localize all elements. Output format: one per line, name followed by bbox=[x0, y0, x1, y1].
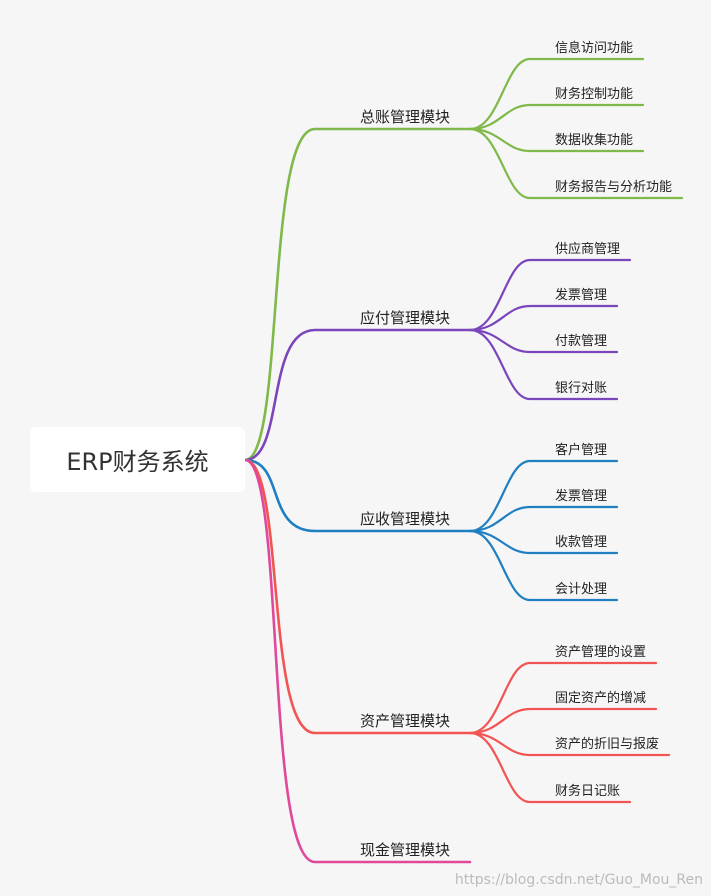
leaf-connector bbox=[468, 505, 619, 533]
leaf-connector bbox=[468, 731, 632, 804]
leaf-connector bbox=[468, 304, 619, 332]
leaf-label[interactable]: 客户管理 bbox=[555, 443, 608, 458]
leaf-label[interactable]: 财务日记账 bbox=[555, 784, 621, 799]
leaf-connector bbox=[468, 328, 619, 401]
leaf-connector bbox=[468, 529, 619, 555]
leaf-connector bbox=[468, 459, 619, 533]
leaf-connector bbox=[468, 707, 658, 735]
leaf-label[interactable]: 数据收集功能 bbox=[555, 133, 634, 148]
branch-label[interactable]: 现金管理模块 bbox=[360, 841, 451, 859]
leaf-connector bbox=[468, 529, 619, 602]
leaf-label[interactable]: 财务报告与分析功能 bbox=[555, 180, 673, 195]
branch-connector bbox=[243, 328, 472, 462]
leaf-connector bbox=[468, 731, 671, 757]
leaf-label[interactable]: 付款管理 bbox=[555, 334, 608, 349]
branch-label[interactable]: 总账管理模块 bbox=[360, 108, 451, 126]
leaf-label[interactable]: 固定资产的增减 bbox=[555, 691, 647, 706]
branch-label[interactable]: 应付管理模块 bbox=[360, 309, 451, 327]
leaf-connector bbox=[468, 103, 645, 131]
leaf-label[interactable]: 会计处理 bbox=[555, 582, 608, 597]
branch-label[interactable]: 资产管理模块 bbox=[360, 712, 451, 730]
leaf-label[interactable]: 发票管理 bbox=[555, 288, 608, 303]
branch-connector bbox=[243, 458, 472, 864]
leaf-label[interactable]: 供应商管理 bbox=[555, 242, 621, 257]
branch-connector bbox=[243, 458, 472, 533]
watermark: https://blog.csdn.net/Guo_Mou_Ren bbox=[454, 872, 703, 888]
branch-connector bbox=[243, 458, 472, 735]
leaf-label[interactable]: 资产的折旧与报废 bbox=[555, 737, 660, 752]
leaf-label[interactable]: 资产管理的设置 bbox=[555, 645, 647, 660]
leaf-connector bbox=[468, 127, 684, 200]
branch-connector bbox=[243, 127, 472, 462]
leaf-connector bbox=[468, 258, 632, 332]
root-label: ERP财务系统 bbox=[66, 448, 209, 476]
leaf-connector bbox=[468, 127, 645, 153]
leaf-connector bbox=[468, 328, 619, 354]
root-node[interactable]: ERP财务系统 bbox=[30, 427, 245, 492]
branch-label[interactable]: 应收管理模块 bbox=[360, 510, 451, 528]
leaf-label[interactable]: 信息访问功能 bbox=[555, 41, 634, 56]
leaf-label[interactable]: 银行对账 bbox=[555, 381, 608, 396]
leaf-connector bbox=[468, 57, 645, 131]
leaf-label[interactable]: 发票管理 bbox=[555, 489, 608, 504]
leaf-connector bbox=[468, 661, 658, 735]
leaf-label[interactable]: 财务控制功能 bbox=[555, 87, 634, 102]
leaf-label[interactable]: 收款管理 bbox=[555, 535, 608, 550]
